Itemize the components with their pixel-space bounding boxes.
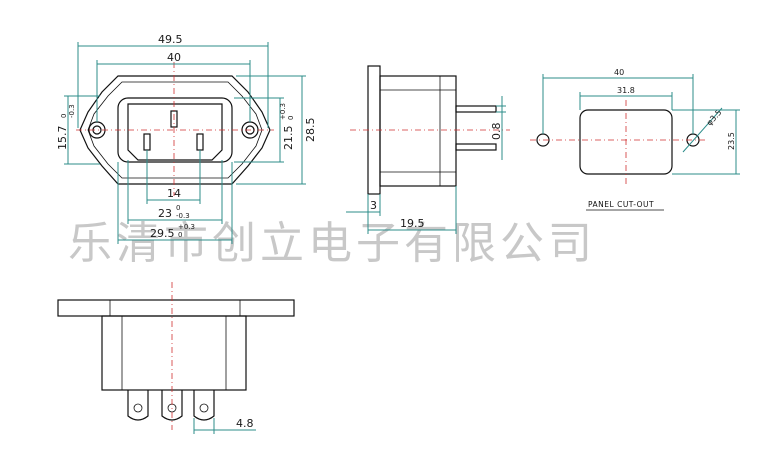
dim-inner-width: 23 <box>158 207 172 220</box>
dim-mount-spacing: 40 <box>167 51 181 64</box>
dim-left-height: 15.7 <box>56 126 69 151</box>
left-pin <box>143 133 151 151</box>
dim-hole-spacing: 40 <box>614 68 624 77</box>
dim-body-height-tol-top: +0.3 <box>279 103 287 120</box>
bottom-body <box>101 315 247 391</box>
dim-cut-width: 31.8 <box>617 86 635 95</box>
panel-cutout-caption: PANEL CUT-OUT <box>588 200 654 209</box>
dim-inner-width-tol-top: 0 <box>176 204 180 212</box>
company-watermark: 乐清市创立电子有限公司 <box>68 218 596 269</box>
side-body <box>379 75 457 187</box>
side-view: 0.8 3 19.5 <box>346 65 510 234</box>
dim-left-height-tol-top: 0 <box>60 114 68 118</box>
dim-total-height: 28.5 <box>304 118 317 143</box>
dim-body-width: 29.5 <box>150 227 175 240</box>
dim-inner-width-tol-bottom: -0.3 <box>176 212 190 220</box>
right-pin <box>196 133 204 151</box>
side-pin-top <box>455 105 497 113</box>
dim-hole-diameter: φ3.5 <box>705 108 724 127</box>
terminal-middle <box>161 390 183 421</box>
dim-pin-spacing: 14 <box>167 187 181 200</box>
terminal-left <box>127 390 149 421</box>
front-socket-outline <box>127 103 223 161</box>
dim-line-hole-diameter <box>682 107 723 153</box>
side-pin-bottom <box>455 143 497 151</box>
front-view: 49.5 40 15.7 0 -0.3 21.5 +0.3 0 28.5 14 <box>56 33 317 244</box>
terminal-right <box>193 390 215 421</box>
dim-left-height-tol-bottom: -0.3 <box>68 104 76 118</box>
dim-pin-thickness: 0.8 <box>490 123 503 141</box>
dim-body-height: 21.5 <box>282 126 295 151</box>
bottom-view: 4.8 <box>57 282 295 434</box>
panel-cutout-view: 40 31.8 φ3.5 23.5 PANEL CUT-OUT <box>530 68 740 211</box>
bottom-flange <box>57 299 295 317</box>
dim-cut-height: 23.5 <box>727 132 736 150</box>
dim-body-width-tol-bottom: 0 <box>178 231 182 239</box>
dim-pin-pitch: 4.8 <box>236 417 254 430</box>
dim-depth: 19.5 <box>400 217 425 230</box>
dim-overall-width: 49.5 <box>158 33 183 46</box>
dim-body-height-tol-bottom: 0 <box>287 116 295 120</box>
front-flange-inner <box>87 81 263 179</box>
front-body-outline <box>117 97 233 163</box>
dim-flange: 3 <box>370 199 377 212</box>
dim-body-width-tol-top: +0.3 <box>178 223 195 231</box>
